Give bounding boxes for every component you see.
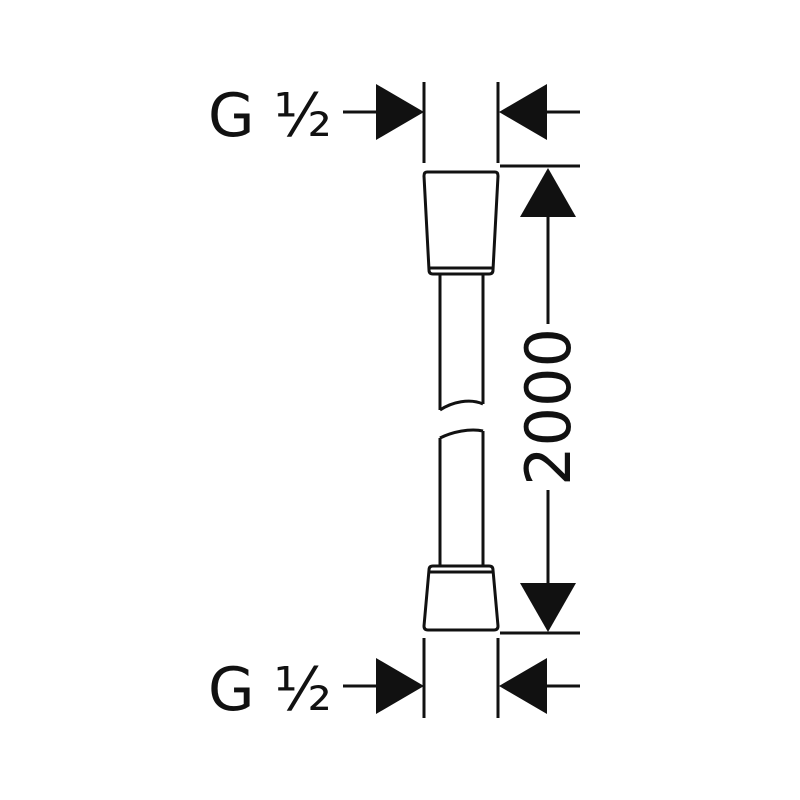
bottom-left-arrow <box>376 658 424 714</box>
length-dimension: 2000 <box>500 164 585 635</box>
hose-body <box>422 170 500 632</box>
bottom-fitting <box>422 564 500 632</box>
length-bottom-arrow <box>520 583 576 632</box>
top-thread-label: G ½ <box>208 81 332 151</box>
top-fitting <box>422 170 500 276</box>
lower-hose-segment <box>438 428 485 565</box>
length-dimension-label: 2000 <box>512 328 585 486</box>
bottom-right-arrow <box>499 658 547 714</box>
top-thread-dimension: G ½ <box>208 81 580 163</box>
upper-hose-segment <box>438 275 485 412</box>
top-left-arrow <box>376 84 424 140</box>
top-right-arrow <box>499 84 547 140</box>
bottom-thread-label: G ½ <box>208 655 332 725</box>
bottom-thread-dimension: G ½ <box>208 638 580 725</box>
length-top-arrow <box>520 168 576 217</box>
